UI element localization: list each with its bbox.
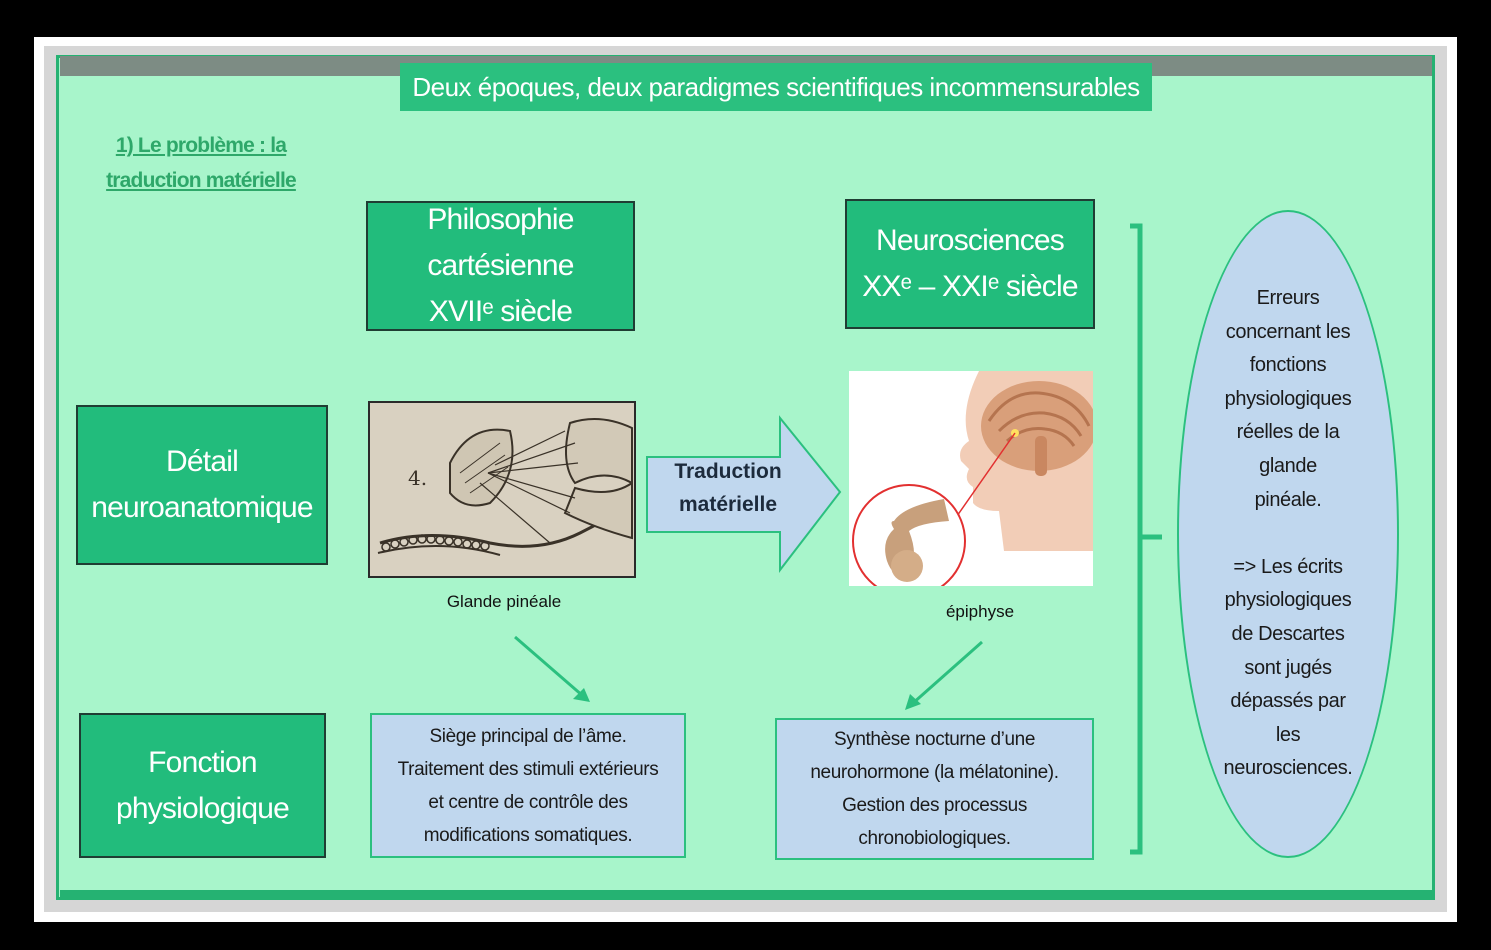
neuro-function-arrow xyxy=(912,642,982,704)
conclusion-text: Erreurs concernant les fonctions physiol… xyxy=(1190,282,1386,786)
cartesian-function-box: Siège principal de l’âme. Traitement des… xyxy=(370,713,686,858)
cartesian-function-arrow xyxy=(515,637,583,696)
neuro-function-box: Synthèse nocturne d’une neurohormone (la… xyxy=(775,718,1094,860)
translation-arrow-label: Traduction matérielle xyxy=(648,455,808,521)
bracket xyxy=(1130,226,1162,852)
